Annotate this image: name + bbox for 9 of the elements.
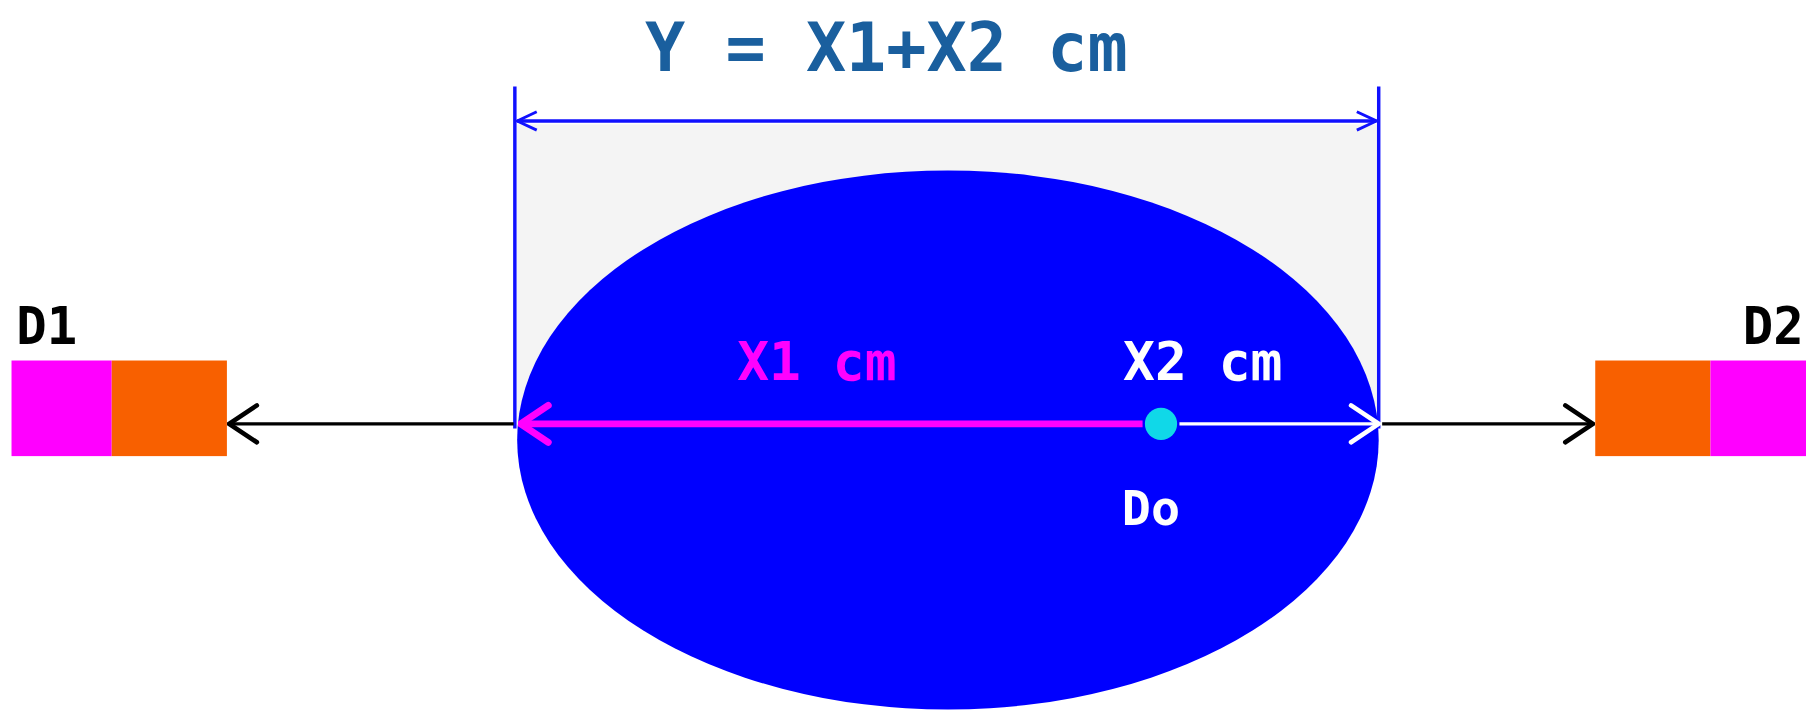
arrow [1382, 403, 1596, 445]
arrow [1179, 403, 1381, 445]
edge-label: X2 cm [1123, 334, 1283, 390]
point-label: Do [1121, 483, 1181, 535]
detector-label: D2 [1742, 301, 1804, 353]
detector-label: D1 [16, 301, 78, 353]
edge-label: X1 cm [737, 334, 897, 390]
arrow [226, 403, 514, 445]
dimension-label: Y = X1+X2 cm [645, 11, 1128, 86]
